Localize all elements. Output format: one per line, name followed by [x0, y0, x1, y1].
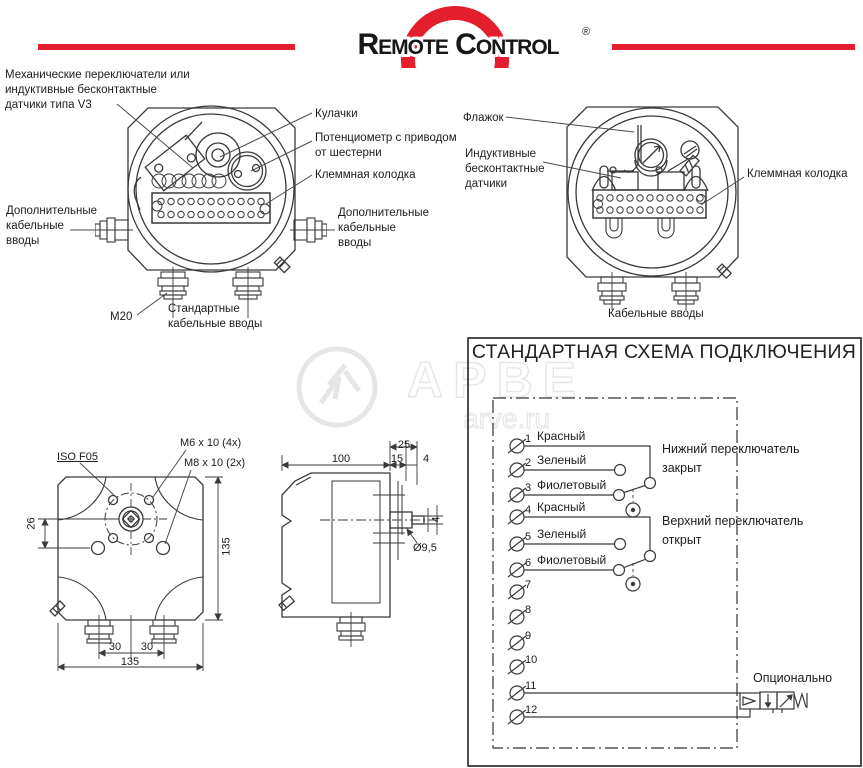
- brand-logo: Remote Control ®: [355, 6, 590, 68]
- terminal-strip: [592, 189, 707, 219]
- terminal-block-left-label: Клеммная колодка: [315, 169, 416, 181]
- device-boundary: [492, 397, 738, 749]
- header-rule-right: [612, 44, 855, 50]
- m20-label: M20: [110, 311, 133, 323]
- iso-f05-label: ISO F05: [57, 451, 98, 463]
- schematic-title: СТАНДАРТНАЯ СХЕМА ПОДКЛЮЧЕНИЯ: [471, 341, 857, 363]
- terminal-number: 11: [525, 680, 536, 692]
- wire-label: Фиолетовый: [537, 478, 606, 492]
- watermark-big: АРВЕ: [407, 352, 585, 408]
- terminal-number: 6: [525, 557, 531, 569]
- terminal-symbols: [507, 438, 527, 725]
- inductive-label: Индуктивные бесконтактные датчики: [465, 148, 545, 190]
- header-rule-left: [38, 44, 295, 50]
- left-device-body: [127, 107, 296, 271]
- terminal-number: 12: [525, 704, 537, 716]
- standard-cable-label: Стандартные кабельные вводы: [168, 303, 263, 330]
- terminal-strip: [151, 192, 271, 224]
- terminal-number: 10: [525, 654, 537, 666]
- wire-label: Фиолетовый: [537, 553, 606, 567]
- corner-tab: [278, 595, 296, 612]
- bottom-gland-2: [671, 272, 701, 310]
- terminal-number: 3: [525, 482, 531, 494]
- upper-switch: [524, 516, 657, 592]
- corner-tab: [49, 600, 66, 617]
- dim-25: 25: [397, 439, 411, 451]
- bottom-gland-2: [232, 267, 264, 318]
- wire-label: Красный: [537, 429, 585, 443]
- terminal-number: 4: [525, 504, 531, 516]
- brand-ring-icon: [401, 6, 509, 68]
- solenoid-valve: [524, 691, 808, 718]
- brand-registered: ®: [582, 26, 590, 38]
- m8-label: M8 x 10 (2x): [184, 457, 246, 469]
- flange-body: [57, 476, 204, 621]
- gauge: [634, 138, 668, 177]
- dim-30-left: 30: [108, 641, 122, 653]
- right-device-drawing: [566, 106, 739, 310]
- dim-4-side: 4: [430, 516, 443, 523]
- corner-tab: [273, 256, 291, 274]
- potentiometer-label: Потенциометр с приводом от шестерни: [315, 132, 457, 159]
- terminal-numbers: 1 2 3 4 5 6 7 8 9 10 11 12: [525, 433, 537, 716]
- dia-9-5-label: Ø9,5: [413, 542, 437, 554]
- watermark-small: arve.ru: [463, 403, 550, 434]
- bottom-gland-1: [597, 272, 627, 310]
- terminal-number: 7: [525, 579, 531, 591]
- m6-label: M6 x 10 (4x): [180, 437, 242, 449]
- schematic-border: [467, 337, 862, 767]
- side-gland-right: [290, 217, 327, 243]
- cams-label: Кулачки: [315, 108, 358, 120]
- lower-switch-label: Нижний переключатель закрыт: [662, 442, 800, 475]
- bottom-gland-2: [149, 615, 179, 659]
- terminal-number: 1: [525, 433, 531, 445]
- additional-cable-left-label: Дополнительные кабельные вводы: [6, 205, 98, 247]
- switches-label: Механические переключатели или индуктивн…: [5, 69, 190, 111]
- terminal-number: 2: [525, 457, 531, 469]
- corner-tab: [716, 263, 733, 280]
- bottom-view-drawing: [38, 476, 223, 671]
- additional-cable-right-label: Дополнительные кабельные вводы: [338, 207, 430, 249]
- terminal-number: 9: [525, 630, 531, 642]
- terminal-block-right-label: Клеммная колодка: [747, 168, 848, 180]
- dim-15: 15: [390, 453, 404, 465]
- left-device-drawing: [95, 105, 327, 318]
- dim-30-right: 30: [140, 641, 154, 653]
- lever: [679, 140, 700, 177]
- cable-entries-label: Кабельные вводы: [608, 308, 704, 320]
- optional-label: Опционально: [753, 671, 833, 685]
- dim-135-bottom: 135: [120, 656, 140, 668]
- side-gland-left: [95, 217, 133, 243]
- watermark: АРВЕ arve.ru: [296, 346, 585, 435]
- terminal-number: 8: [525, 604, 531, 616]
- dim-100: 100: [331, 453, 351, 465]
- lower-switch: [524, 445, 657, 518]
- watermark-logo-icon: [296, 346, 378, 428]
- brand-name: Remote Control: [358, 28, 560, 61]
- upper-switch-label: Верхний переключатель открыт: [662, 514, 804, 547]
- dim-4-top: 4: [422, 453, 430, 465]
- wire-labels: Красный Зеленый Фиолетовый Красный Зелен…: [537, 429, 606, 567]
- flag-label: Флажок: [463, 112, 504, 124]
- wiring-schematic: 1 2 3 4 5 6 7 8 9 10 11 12 Красный Зелен…: [467, 337, 862, 767]
- shaft: [320, 508, 437, 532]
- wire-label: Зеленый: [537, 453, 586, 467]
- side-view-drawing: [278, 441, 443, 647]
- housing-profile: [281, 472, 391, 618]
- terminal-number: 5: [525, 531, 531, 543]
- cam: [195, 132, 241, 178]
- wire-label: Красный: [537, 500, 585, 514]
- dim-135-right: 135: [220, 537, 233, 556]
- bottom-gland: [336, 612, 366, 647]
- dim-26: 26: [25, 517, 38, 530]
- wire-label: Зеленый: [537, 527, 586, 541]
